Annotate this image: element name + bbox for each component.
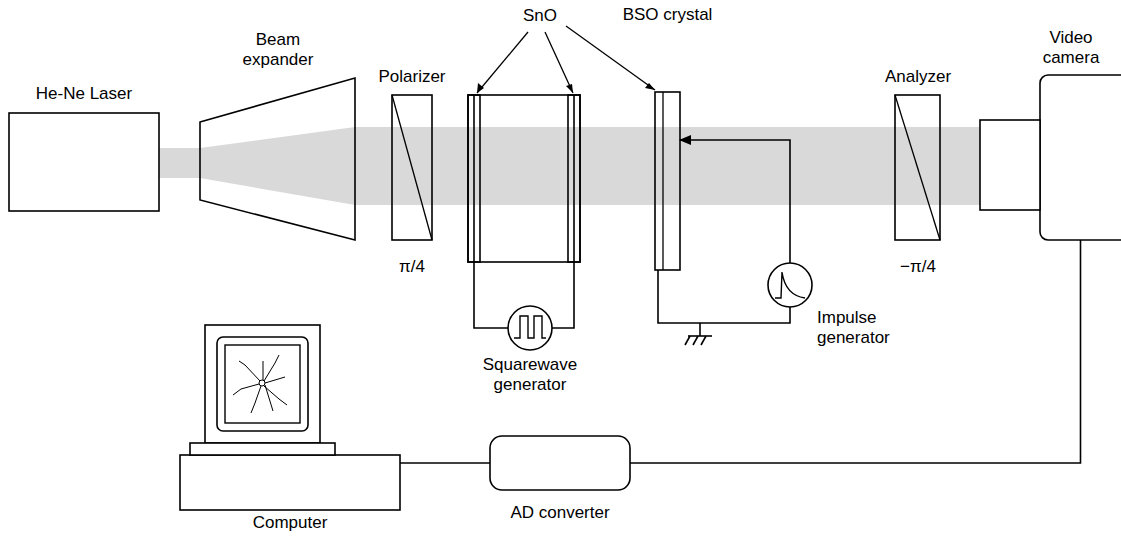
node-text: Squarewave generator: [470, 355, 590, 395]
wire: [552, 262, 574, 328]
electrode-cell: [468, 95, 580, 262]
squarewave-generator: Squarewave generator: [470, 300, 590, 400]
node-text: AD converter: [485, 503, 635, 523]
connector: [630, 240, 1081, 463]
node-text: Impulse generator: [817, 308, 922, 348]
video-camera: Video camera: [975, 28, 1121, 243]
node-text: BSO crystal: [620, 5, 715, 25]
node-text: −π/4: [878, 257, 958, 277]
analyzer: Analyzer−π/4: [878, 65, 958, 295]
part-label: SnO: [510, 6, 570, 26]
node-text: π/4: [372, 257, 452, 277]
node-text: He-Ne Laser: [8, 84, 160, 104]
beam-expander: Beam expander: [198, 30, 358, 245]
connector: [680, 140, 790, 263]
laser-beam: [158, 148, 202, 178]
laser-box: He-Ne Laser: [8, 82, 160, 216]
bso-crystal-shape: [620, 5, 715, 275]
node-text: Analyzer: [868, 67, 968, 87]
polarizer: Polarizerπ/4: [372, 65, 452, 295]
node-text: Video camera: [1025, 28, 1117, 68]
wire: [474, 262, 508, 328]
leader-line: [477, 26, 655, 93]
computer-shape: [175, 325, 405, 537]
node-text: Beam expander: [218, 30, 338, 70]
bso-crystal: BSO crystal: [620, 5, 715, 275]
node-text: Computer: [180, 513, 400, 533]
ad-converter: AD converter: [485, 435, 635, 530]
computer: Computer: [175, 325, 405, 537]
expanding-beam: [200, 127, 355, 205]
node-text: Polarizer: [362, 67, 462, 87]
ground-symbol: [685, 323, 712, 345]
connector: [400, 462, 490, 464]
leader-head: [477, 83, 655, 93]
